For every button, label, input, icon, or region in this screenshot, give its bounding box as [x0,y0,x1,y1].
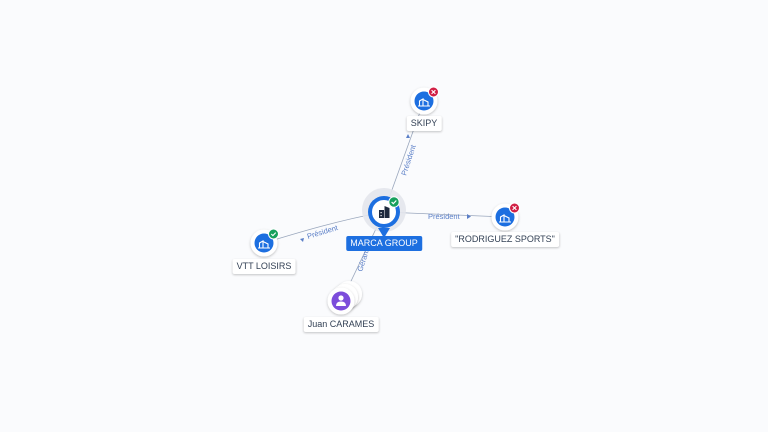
node-label-skipy[interactable]: SKIPY [406,116,442,131]
node-juan[interactable] [327,281,363,315]
building-icon [418,98,430,107]
node-label-rodriguez[interactable]: "RODRIGUEZ SPORTS" [451,232,559,247]
central-node[interactable] [362,188,406,238]
arrow-icon [406,134,410,138]
active-status-icon [268,228,279,240]
active-status-icon [388,196,400,208]
building-icon [379,206,390,218]
node-skipy[interactable] [410,86,439,115]
edge-label-skipy: Président [399,143,418,177]
node-label-vtt[interactable]: VTT LOISIRS [232,259,296,274]
arrow-icon [467,214,471,219]
node-rodriguez[interactable] [491,202,520,231]
edge-label-rodriguez: Président [428,212,461,221]
arrow-icon [300,238,304,242]
node-label-juan[interactable]: Juan CARAMES [303,317,379,332]
node-vtt[interactable] [250,228,279,257]
person-icon [336,295,346,306]
building-icon [258,240,270,249]
central-node-label[interactable]: MARCA GROUP [346,236,422,251]
building-icon [499,214,511,223]
edge-label-vtt: Président [306,223,340,241]
